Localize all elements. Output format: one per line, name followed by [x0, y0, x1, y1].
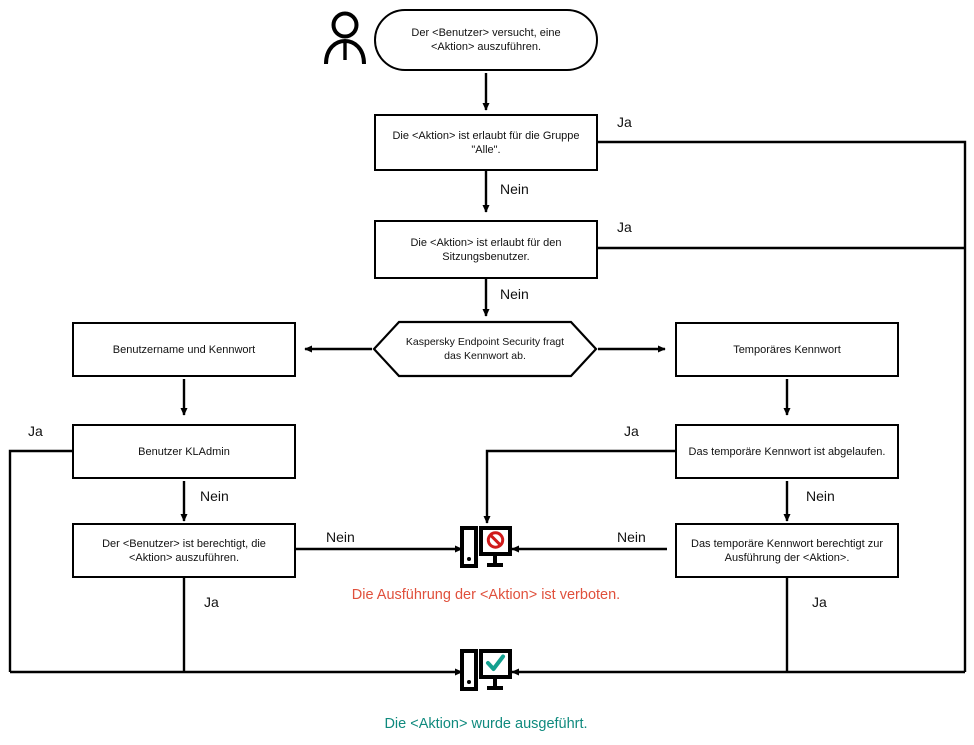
edge-label-kladmin-yes: Ja — [28, 423, 43, 439]
node-temp-expired[interactable]: Das temporäre Kennwort ist abgelaufen. — [675, 424, 899, 479]
computer-denied-icon — [460, 525, 512, 573]
node-user-permitted[interactable]: Der <Benutzer> ist berechtigt, die <Akti… — [72, 523, 296, 578]
edge-label-user-permitted-yes: Ja — [204, 594, 219, 610]
edge-label-session-user-yes: Ja — [617, 219, 632, 235]
node-username-password[interactable]: Benutzername und Kennwort — [72, 322, 296, 377]
node-password-prompt-label: Kaspersky Endpoint Security fragt das Ke… — [405, 336, 565, 362]
node-temp-permits[interactable]: Das temporäre Kennwort berechtigt zur Au… — [675, 523, 899, 578]
node-temp-expired-label: Das temporäre Kennwort ist abgelaufen. — [688, 445, 886, 458]
denied-caption: Die Ausführung der <Aktion> ist verboten… — [351, 587, 621, 603]
edge-label-temp-expired-no: Nein — [806, 488, 835, 504]
node-password-prompt[interactable]: Kaspersky Endpoint Security fragt das Ke… — [372, 320, 598, 378]
computer-allowed-icon — [460, 648, 512, 696]
edge-label-user-permitted-no: Nein — [326, 529, 355, 545]
node-temp-permits-label: Das temporäre Kennwort berechtigt zur Au… — [691, 537, 883, 564]
node-start[interactable]: Der <Benutzer> versucht, eine <Aktion> a… — [374, 9, 598, 71]
node-session-user-label: Die <Aktion> ist erlaubt für den Sitzung… — [410, 236, 562, 263]
user-icon — [322, 10, 368, 68]
edge-label-session-user-no: Nein — [500, 286, 529, 302]
edge-label-kladmin-no: Nein — [200, 488, 229, 504]
node-temp-password[interactable]: Temporäres Kennwort — [675, 322, 899, 377]
node-username-password-label: Benutzername und Kennwort — [112, 343, 256, 356]
edge-label-temp-permits-no: Nein — [617, 529, 646, 545]
node-start-label: Der <Benutzer> versucht, eine <Aktion> a… — [411, 27, 561, 53]
node-group-all-label: Die <Aktion> ist erlaubt für die Gruppe … — [392, 129, 580, 156]
node-kladmin-label: Benutzer KLAdmin — [138, 445, 230, 458]
node-temp-password-label: Temporäres Kennwort — [733, 343, 841, 356]
node-group-all[interactable]: Die <Aktion> ist erlaubt für die Gruppe … — [374, 114, 598, 171]
allowed-caption: Die <Aktion> wurde ausgeführt. — [384, 716, 588, 732]
edge-label-temp-permits-yes: Ja — [812, 594, 827, 610]
node-session-user[interactable]: Die <Aktion> ist erlaubt für den Sitzung… — [374, 220, 598, 279]
edge-label-group-all-no: Nein — [500, 181, 529, 197]
edge-label-temp-expired-yes: Ja — [624, 423, 639, 439]
node-user-permitted-label: Der <Benutzer> ist berechtigt, die <Akti… — [102, 537, 266, 564]
node-kladmin[interactable]: Benutzer KLAdmin — [72, 424, 296, 479]
edge-label-group-all-yes: Ja — [617, 114, 632, 130]
